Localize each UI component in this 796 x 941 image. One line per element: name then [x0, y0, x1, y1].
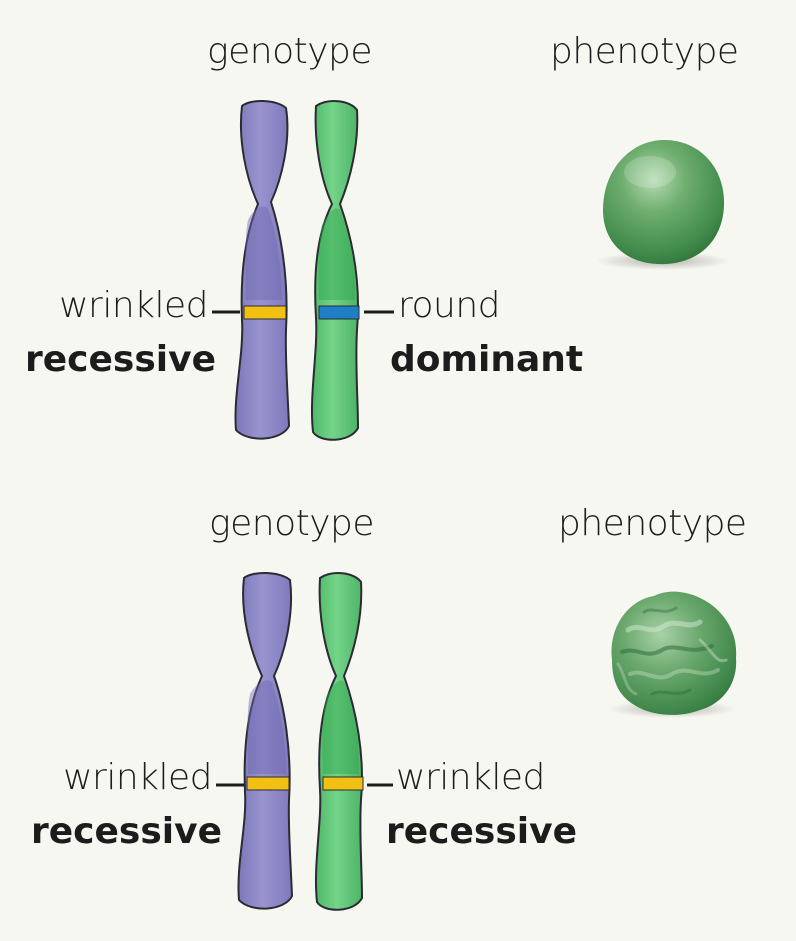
right-allele-dominance-1: dominant — [390, 342, 583, 378]
left-allele-trait-2: wrinkled — [14, 760, 212, 796]
left-allele-dominance-2: recessive — [10, 814, 222, 850]
panel-2 — [216, 573, 736, 910]
left-allele-trait-1: wrinkled — [10, 288, 208, 324]
right-allele-dominance-2: recessive — [386, 814, 577, 850]
green-chromosome-2 — [316, 573, 363, 910]
purple-chromosome-2 — [238, 573, 292, 909]
purple-chromosome-1 — [235, 101, 289, 439]
allele-band-wrinkled-left — [247, 777, 289, 790]
panel-1 — [212, 101, 731, 440]
right-allele-trait-2: wrinkled — [396, 760, 545, 796]
genotype-heading-1: genotype — [207, 34, 372, 70]
allele-band-wrinkled-right — [323, 777, 363, 790]
genotype-heading-2: genotype — [209, 506, 374, 542]
right-allele-trait-1: round — [398, 288, 500, 324]
left-allele-dominance-1: recessive — [10, 342, 216, 378]
allele-band-wrinkled — [244, 306, 286, 319]
phenotype-heading-1: phenotype — [550, 34, 739, 70]
allele-band-round — [319, 306, 359, 319]
green-chromosome-1 — [312, 101, 359, 440]
phenotype-heading-2: phenotype — [558, 506, 747, 542]
